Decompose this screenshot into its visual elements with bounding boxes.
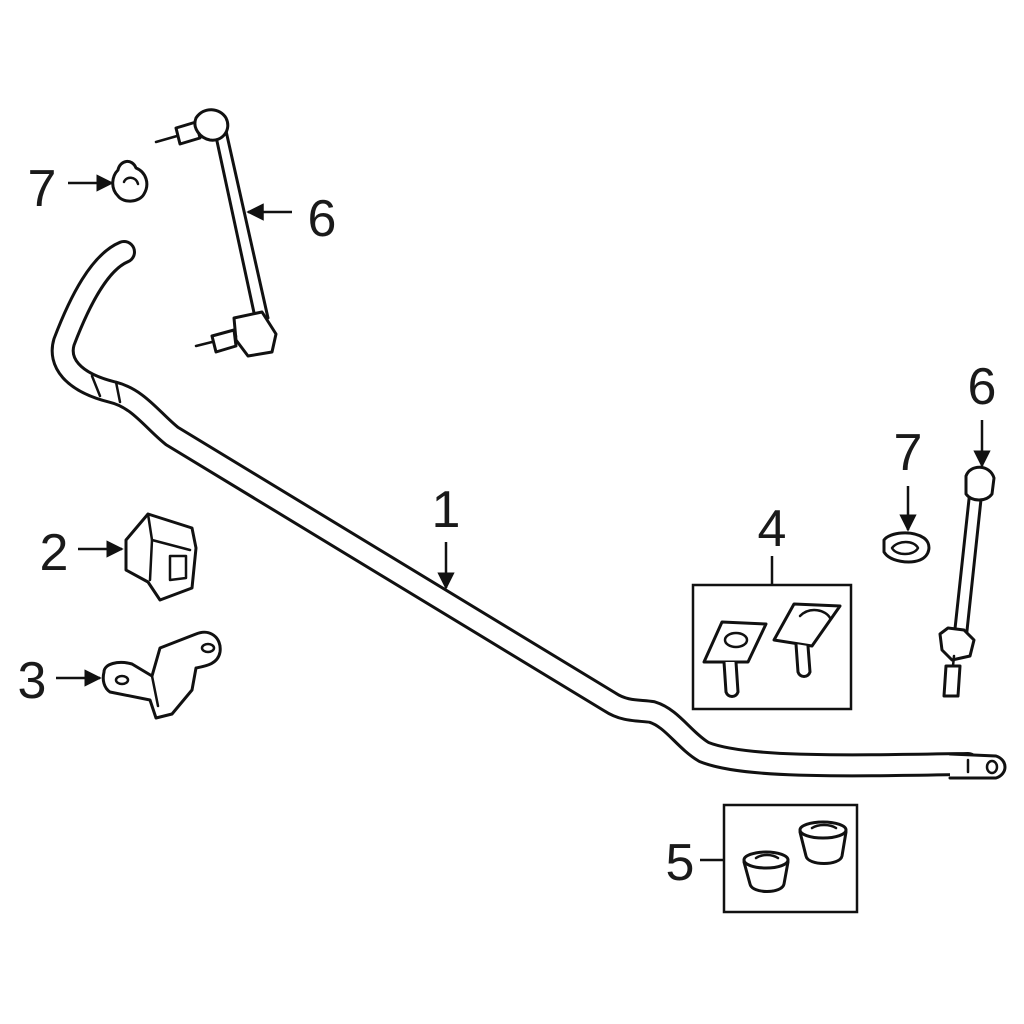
callout-4: 4	[758, 500, 787, 558]
bushing[interactable]	[124, 512, 198, 602]
stabilizer-bar[interactable]	[50, 240, 1007, 780]
leader-lines	[56, 174, 991, 862]
stabilizer-link-left[interactable]	[154, 108, 278, 358]
nut-right[interactable]	[882, 531, 931, 564]
bracket[interactable]	[101, 630, 222, 720]
callout-6-right: 6	[968, 358, 997, 416]
callout-3: 3	[18, 652, 47, 710]
callout-7-right: 7	[894, 424, 923, 482]
callout-6-left: 6	[308, 190, 337, 248]
callout-5: 5	[666, 834, 695, 892]
stabilizer-link-right[interactable]	[938, 465, 996, 698]
callout-2: 2	[40, 524, 69, 582]
bracket-kit[interactable]	[691, 583, 853, 711]
nut-left[interactable]	[111, 160, 149, 203]
callout-labels: 1 2 3 4 5 6 6 7 7	[18, 160, 997, 892]
callout-7-left: 7	[28, 160, 57, 218]
bushing-kit[interactable]	[722, 803, 859, 914]
callout-1: 1	[432, 481, 461, 539]
